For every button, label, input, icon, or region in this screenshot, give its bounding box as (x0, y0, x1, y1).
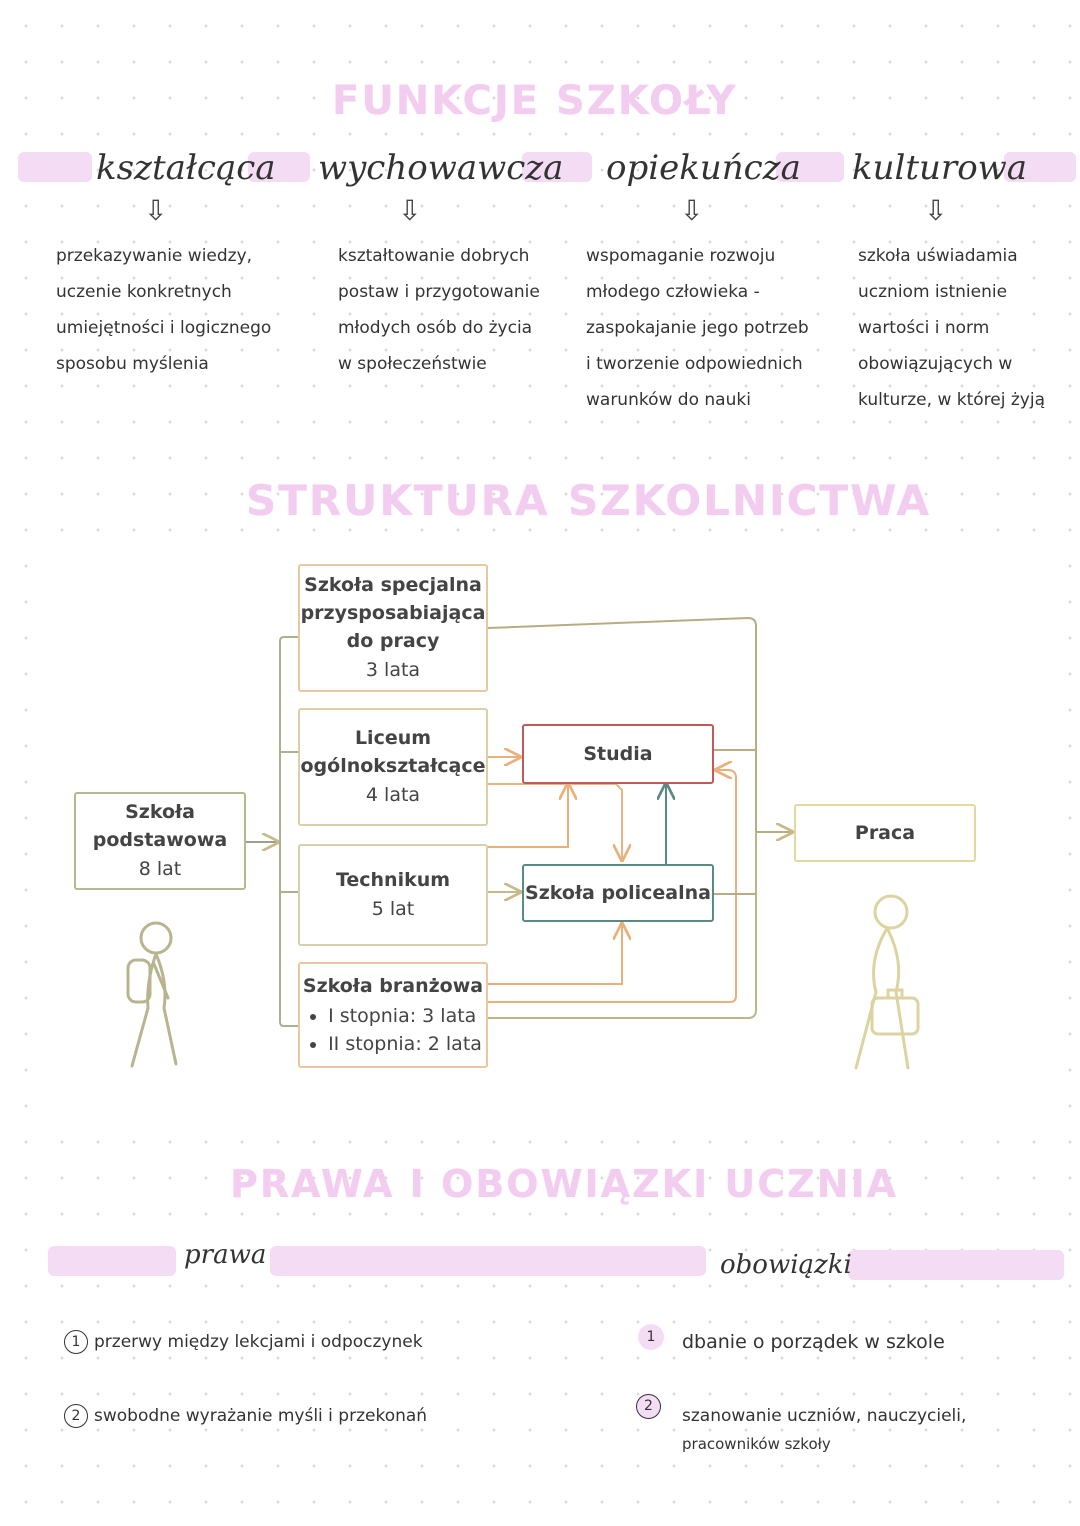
function-desc-opiekuncza: wspomaganie rozwoju młodego człowieka - … (586, 246, 809, 410)
number-badge: 1 (638, 1324, 664, 1350)
number-badge: 2 (636, 1394, 661, 1419)
box-szkola-specjalna: Szkoła specjalna przysposabiająca do pra… (298, 564, 488, 692)
connector-line (488, 770, 737, 1003)
number-badge: 1 (64, 1330, 88, 1354)
box-liceum: Liceum ogólnokształcące 4 lata (298, 708, 488, 826)
box-praca: Praca (794, 804, 976, 862)
connector-line (488, 784, 568, 848)
rights-label: prawa (184, 1240, 267, 1270)
duty-item: szanowanie uczniów, nauczycieli, pracown… (682, 1406, 967, 1453)
branzowa-stages: I stopnia: 3 lata II stopnia: 2 lata (304, 1002, 482, 1058)
box-studia: Studia (522, 724, 714, 784)
function-name-kulturowa: kulturowa (852, 148, 1028, 188)
box-technikum: Technikum 5 lat (298, 844, 488, 946)
highlight-strip (248, 152, 310, 182)
highlight-strip (848, 1250, 1064, 1280)
student-bag-icon (854, 894, 920, 1070)
connector-line (487, 616, 792, 832)
arrow-down-icon: ⇩ (680, 194, 704, 227)
box-szkola-podstawowa: Szkoła podstawowa 8 lat (74, 792, 246, 890)
duty-item: dbanie o porządek w szkole (682, 1331, 945, 1353)
highlight-strip (48, 1246, 176, 1276)
rights-title: PRAWA I OBOWIĄZKI UCZNIA (230, 1162, 899, 1206)
function-desc-kulturowa: szkoła uświadamia uczniom istnienie wart… (858, 246, 1045, 410)
school-structure-diagram: Szkoła podstawowa 8 lat Szkoła specjalna… (36, 552, 1044, 1124)
connector-line (488, 832, 757, 1019)
highlight-strip (1004, 152, 1076, 182)
number-badge: 2 (64, 1404, 88, 1428)
highlight-strip (18, 152, 92, 182)
box-szkola-branzowa: Szkoła branżowa I stopnia: 3 lata II sto… (298, 962, 488, 1068)
highlight-strip (522, 152, 592, 182)
highlight-strip (776, 152, 844, 182)
arrow-down-icon: ⇩ (144, 194, 168, 227)
function-desc-wychowawcza: kształtowanie dobrych postaw i przygotow… (338, 246, 540, 374)
functions-title: FUNKCJE SZKOŁY (332, 78, 738, 124)
function-name-opiekuncza: opiekuńcza (606, 148, 801, 188)
duties-label: obowiązki (720, 1250, 852, 1280)
function-name-wychowawcza: wychowawcza (318, 148, 564, 188)
arrow-down-icon: ⇩ (924, 194, 948, 227)
highlight-strip (270, 1246, 706, 1276)
structure-title-b: SZKOLNICTWA (568, 476, 932, 525)
function-name-ksztalcaca: kształcąca (96, 148, 276, 188)
arrow-down-icon: ⇩ (398, 194, 422, 227)
box-szkola-policealna: Szkoła policealna (522, 864, 714, 922)
connector-line (488, 783, 622, 860)
connector-line (488, 924, 622, 985)
student-backpack-icon (126, 921, 178, 1068)
connector-line (279, 636, 298, 1027)
function-desc-ksztalcaca: przekazywanie wiedzy, uczenie konkretnyc… (56, 246, 272, 374)
structure-title-a: STRUKTURA (246, 476, 550, 525)
diagram-connectors (126, 616, 920, 1070)
